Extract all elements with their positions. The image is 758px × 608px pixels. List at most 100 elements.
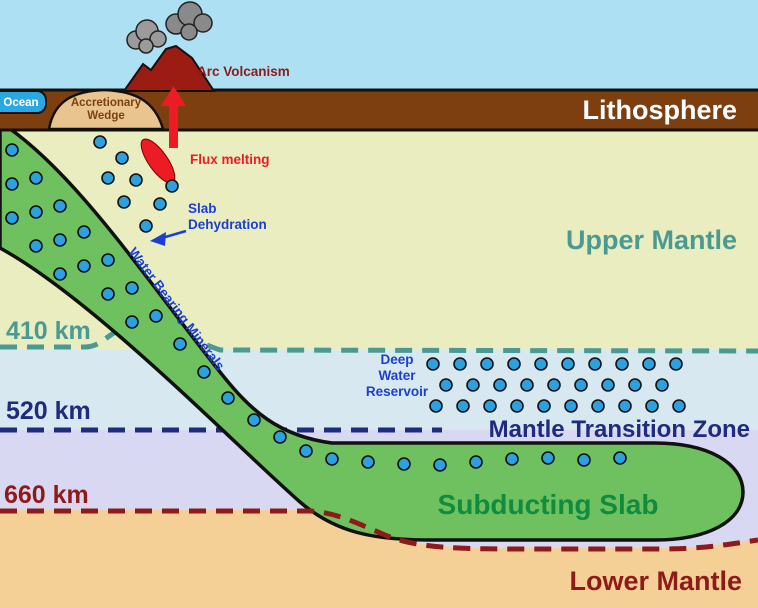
water-dot xyxy=(93,135,107,149)
water-dot xyxy=(165,179,179,193)
water-dot xyxy=(505,452,519,466)
water-dot xyxy=(537,399,551,413)
flux-melting-label: Flux melting xyxy=(190,152,270,167)
slab-dehydration-arrow xyxy=(150,229,187,246)
water-dot xyxy=(5,177,19,191)
water-dots-reservoir xyxy=(426,357,686,413)
mantle-transition-zone-label: Mantle Transition Zone xyxy=(489,416,750,443)
water-dot xyxy=(574,378,588,392)
water-dot xyxy=(483,399,497,413)
boundary-660km-line xyxy=(0,508,758,552)
sky-layer xyxy=(0,0,758,95)
depth-660km-label: 660 km xyxy=(4,481,89,509)
water-dot xyxy=(469,455,483,469)
water-dot xyxy=(541,451,555,465)
water-dot xyxy=(247,413,261,427)
water-dot xyxy=(173,337,187,351)
water-dot xyxy=(510,399,524,413)
water-dot xyxy=(615,357,629,371)
water-dot xyxy=(129,173,143,187)
water-dot xyxy=(153,197,167,211)
water-dot xyxy=(433,458,447,472)
water-dot xyxy=(53,267,67,281)
water-dot xyxy=(325,452,339,466)
water-dot xyxy=(125,315,139,329)
water-dot xyxy=(672,399,686,413)
water-dot xyxy=(139,219,153,233)
water-dot xyxy=(125,281,139,295)
water-dot xyxy=(466,378,480,392)
slab-dehydration-label-line2: Dehydration xyxy=(188,217,267,232)
accretionary-wedge-label-line2: Wedge xyxy=(87,110,125,122)
water-dot xyxy=(507,357,521,371)
subducting-slab-label: Subducting Slab xyxy=(438,489,659,520)
water-dot xyxy=(618,399,632,413)
water-dot xyxy=(299,444,313,458)
water-dot xyxy=(520,378,534,392)
water-dot xyxy=(397,457,411,471)
lower-mantle-layer xyxy=(0,510,758,608)
water-dot xyxy=(480,357,494,371)
upper-mantle-label: Upper Mantle xyxy=(566,225,737,255)
magma-rise-arrow xyxy=(161,86,186,148)
water-dot xyxy=(655,378,669,392)
accretionary-wedge-shape xyxy=(47,88,165,131)
volcano-smoke-left-icon xyxy=(126,19,167,54)
depth-410km-label: 410 km xyxy=(6,317,91,345)
deep-water-reservoir-label-line3: Reservoir xyxy=(366,384,429,399)
water-dot xyxy=(29,205,43,219)
water-dot xyxy=(29,171,43,185)
water-dot xyxy=(547,378,561,392)
depth-520km-label: 520 km xyxy=(6,397,91,425)
water-dot xyxy=(117,195,131,209)
water-dot xyxy=(77,225,91,239)
water-dot xyxy=(439,378,453,392)
water-dot xyxy=(591,399,605,413)
water-dot xyxy=(101,287,115,301)
water-dot xyxy=(456,399,470,413)
water-dot xyxy=(564,399,578,413)
water-dot xyxy=(149,309,163,323)
water-dot xyxy=(5,211,19,225)
water-dots-slab xyxy=(5,143,339,466)
volcano-shape xyxy=(122,44,216,92)
lower-mantle-label: Lower Mantle xyxy=(569,566,742,596)
water-dots-flat-slab xyxy=(361,451,627,472)
water-dot xyxy=(601,378,615,392)
water-dot xyxy=(197,365,211,379)
water-dot xyxy=(53,233,67,247)
water-dot xyxy=(561,357,575,371)
water-dot xyxy=(669,357,683,371)
water-dot xyxy=(77,259,91,273)
water-dot xyxy=(642,357,656,371)
arc-volcanism-label: Arc Volcanism xyxy=(197,64,290,79)
water-dot xyxy=(493,378,507,392)
water-dot xyxy=(29,239,43,253)
ocean-block xyxy=(0,90,47,114)
slab-dehydration-label-line1: Slab xyxy=(188,201,217,216)
water-dot xyxy=(588,357,602,371)
lithosphere-label: Lithosphere xyxy=(582,95,737,125)
water-dots-rising xyxy=(93,135,179,233)
water-dot xyxy=(101,253,115,267)
water-dot xyxy=(5,143,19,157)
water-dot xyxy=(645,399,659,413)
water-dot xyxy=(577,453,591,467)
volcano-smoke-right-icon xyxy=(165,1,213,41)
deep-water-reservoir-label-line2: Water xyxy=(378,368,416,383)
water-dot xyxy=(221,391,235,405)
water-dot xyxy=(613,451,627,465)
water-dot xyxy=(115,151,129,165)
ocean-label: Ocean xyxy=(3,97,38,109)
water-dot xyxy=(534,357,548,371)
water-dot xyxy=(426,357,440,371)
water-dot xyxy=(273,430,287,444)
water-dot xyxy=(429,399,443,413)
water-dot xyxy=(453,357,467,371)
deep-water-reservoir-label-line1: Deep xyxy=(380,352,413,367)
accretionary-wedge-label-line1: Accretionary xyxy=(71,97,142,109)
water-dot xyxy=(53,199,67,213)
water-dot xyxy=(101,171,115,185)
water-dot xyxy=(628,378,642,392)
